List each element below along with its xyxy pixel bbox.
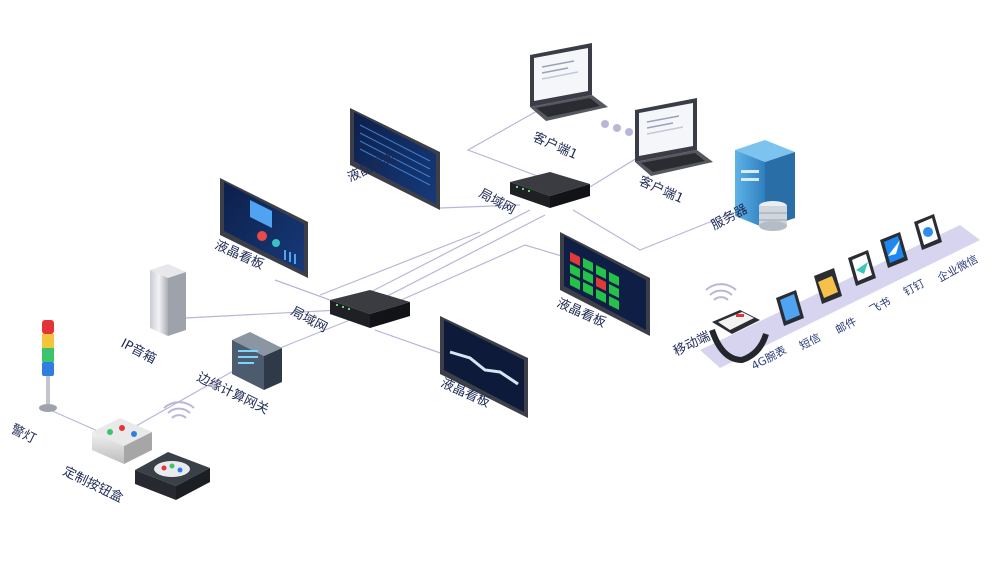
button-pad-icon xyxy=(135,452,210,500)
line-center-speaker xyxy=(184,309,341,319)
ip-speaker-icon xyxy=(150,264,186,336)
lcd-screen-right xyxy=(560,232,650,336)
line-center-gateway xyxy=(274,319,351,351)
line-light-box xyxy=(49,409,101,433)
status-grid xyxy=(570,252,619,310)
line-top-lan-lcd-top xyxy=(439,204,521,209)
label-app-mail: 邮件 xyxy=(833,315,859,337)
label-alarm-light: 警灯 xyxy=(8,421,38,447)
line-top-lan-center-lan-1 xyxy=(354,209,531,301)
label-client-1: 客户端1 xyxy=(530,129,580,163)
label-button-box: 定制按钮盒 xyxy=(60,463,125,506)
label-app-sms: 短信 xyxy=(797,330,823,353)
server-icon xyxy=(735,140,795,231)
switch-top-icon xyxy=(510,172,590,208)
alarm-light-icon xyxy=(39,320,57,412)
line-top-lan-center-lan-2 xyxy=(369,214,546,306)
line-lcd-top-center xyxy=(319,231,481,296)
line-center-lcd-left xyxy=(274,279,331,301)
edge-gateway-icon xyxy=(232,332,282,390)
mail-icon xyxy=(814,268,842,304)
laptop-client-2 xyxy=(635,98,713,176)
lcd-screen-left xyxy=(220,178,308,278)
label-app-dingtalk: 钉钉 xyxy=(901,277,927,299)
line-top-lan-server xyxy=(572,209,741,251)
label-lan-center: 局域网 xyxy=(288,304,329,336)
label-ip-speaker: IP音箱 xyxy=(118,335,159,367)
lcd-screen-bottom xyxy=(440,316,528,418)
label-client-2: 客户端1 xyxy=(636,173,686,207)
switch-center-icon xyxy=(330,290,410,328)
wecom-icon xyxy=(914,214,942,250)
lcd-screen-top xyxy=(350,108,440,210)
line-center-lcd-right xyxy=(389,244,576,306)
sms-icon xyxy=(776,290,804,326)
wifi-mobile-icon xyxy=(705,283,737,301)
smartwatch-icon xyxy=(709,310,769,364)
label-app-feishu: 飞书 xyxy=(867,295,893,317)
line-top-lan-client1 xyxy=(466,97,561,181)
ellipsis-dots xyxy=(601,120,633,136)
label-server: 服务器 xyxy=(708,201,750,233)
button-box-icon xyxy=(92,418,152,464)
dingtalk-icon xyxy=(880,232,908,268)
wifi-signal-icon xyxy=(163,401,195,419)
feishu-icon xyxy=(848,250,876,286)
laptop-client-1 xyxy=(530,43,608,121)
